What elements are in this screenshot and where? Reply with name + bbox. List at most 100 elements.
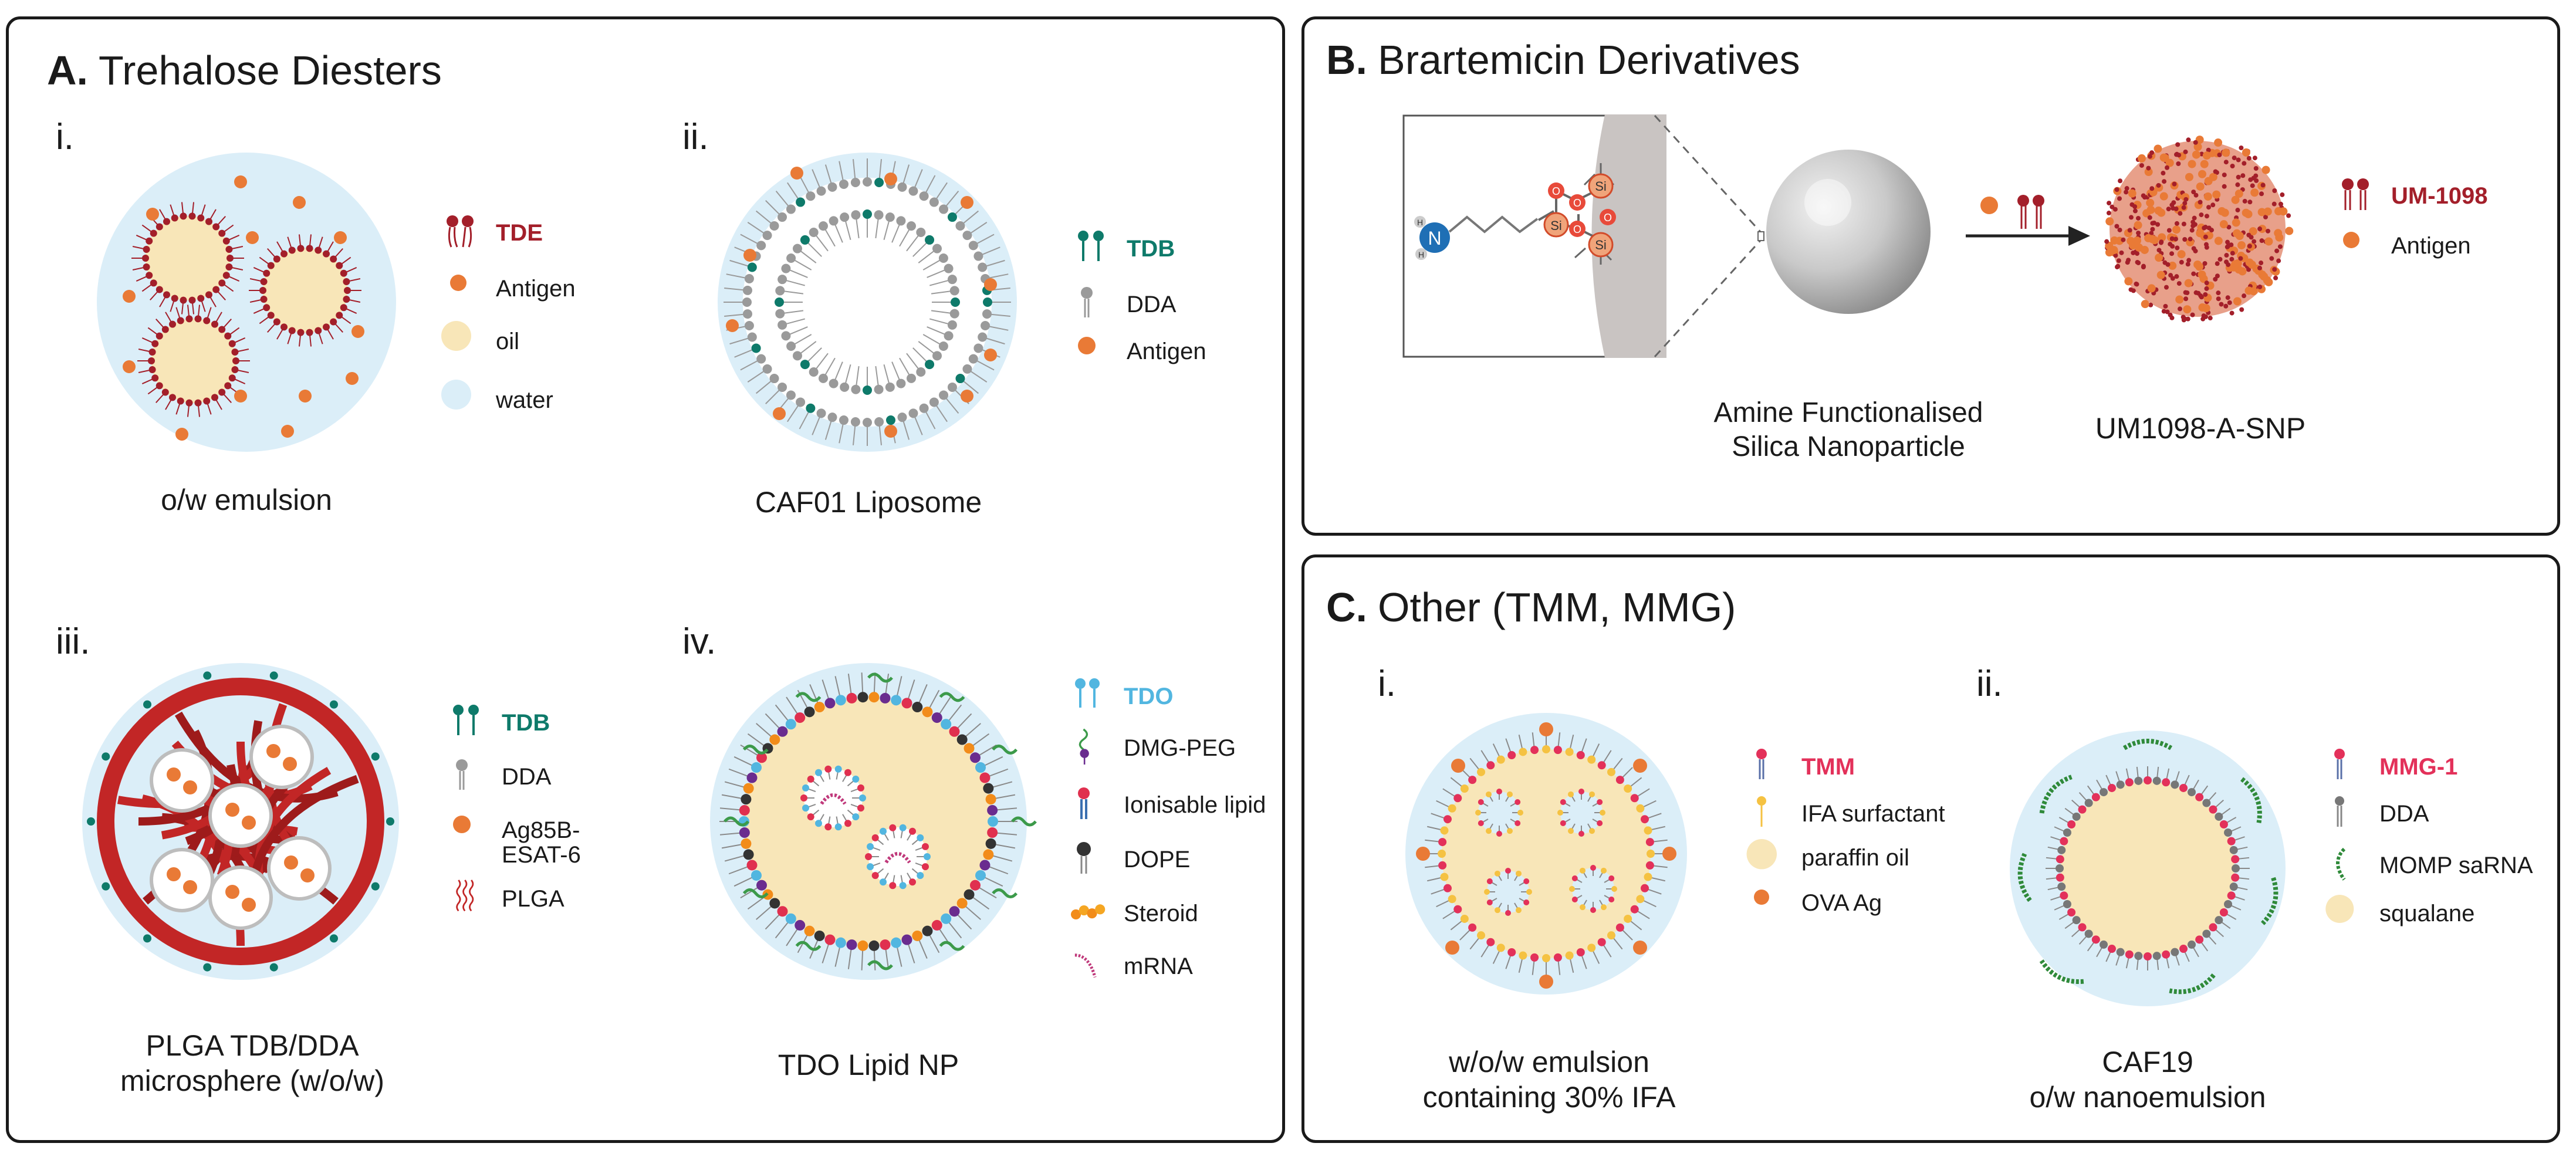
legend-tdo-label: TDO	[1124, 684, 1174, 709]
um-1098-dot	[2149, 150, 2155, 155]
tde-molecule-head	[194, 399, 202, 407]
um-1098-dot	[2203, 292, 2208, 297]
ova-antigen-icon	[1754, 890, 1769, 905]
tde-molecule-head	[297, 329, 305, 336]
plga-outer-rim	[97, 678, 384, 965]
um-1098-dot	[2236, 157, 2241, 163]
hydrogen-atom-label: H	[1418, 250, 1424, 259]
um-1098-dot	[2149, 231, 2154, 236]
tde-molecule-head	[203, 317, 211, 324]
lnp-lipid-head	[922, 706, 933, 718]
um-1098-dot	[2215, 261, 2220, 266]
core-lipid-head	[834, 823, 842, 831]
surfactant-head	[1477, 767, 1486, 776]
outer-lipid-head	[827, 182, 837, 192]
antigen-dot	[1539, 722, 1553, 736]
antigen-dot	[2110, 236, 2119, 245]
um-1098-dot	[2223, 160, 2229, 165]
inner-surfactant-head	[1611, 886, 1617, 892]
outer-lipid-head	[919, 403, 929, 413]
peg-chain	[742, 745, 769, 755]
inner-lipid-head	[947, 320, 957, 330]
shell-lipid-head	[2107, 945, 2116, 953]
core-lipid-head	[899, 882, 907, 890]
tde-molecule-head	[155, 223, 163, 231]
shell-lipid-head	[2116, 780, 2125, 789]
um-1098-dot	[2113, 253, 2118, 258]
shell-lipid-head	[2179, 783, 2188, 792]
outer-lipid-head	[982, 309, 992, 319]
inner-surfactant-head	[1495, 907, 1500, 914]
um-1098-dot	[2257, 285, 2263, 290]
inner-surfactant-head	[1505, 910, 1511, 916]
panel-c-title: C.Other (TMM, MMG)	[1326, 584, 1736, 631]
surfactant-head	[1587, 943, 1596, 952]
lnp-lipid-head	[824, 698, 836, 709]
peg-chain	[724, 816, 749, 827]
lnp-lipid-head	[795, 919, 806, 931]
dope-icon	[1077, 842, 1091, 874]
antigen-dot	[299, 390, 312, 403]
antigen-dot	[300, 868, 315, 882]
shell-lipid-head	[2227, 837, 2236, 846]
outer-lipid-head	[742, 297, 752, 307]
dda-icon	[456, 759, 468, 790]
inner-lipid-head	[896, 216, 906, 226]
core-lipid-head	[865, 853, 872, 860]
antigen-dot	[2157, 208, 2166, 217]
um-1098-dot	[2168, 242, 2173, 247]
antigen-dot	[183, 780, 197, 794]
outer-lipid-head	[978, 332, 988, 342]
inner-surfactant-head	[1590, 907, 1596, 913]
inner-lipid-head	[938, 253, 948, 263]
surfactant-head	[1542, 954, 1550, 962]
core-lipid-head	[889, 882, 897, 890]
tde-molecule-head	[188, 212, 196, 220]
tdb-dot	[143, 700, 152, 709]
lnp-lipid-head	[949, 726, 960, 737]
um-1098-dot	[2147, 154, 2152, 159]
antigen-dot	[2156, 270, 2165, 279]
inner-surfactant-head	[1526, 889, 1532, 895]
caption-a-iii-line1: PLGA TDB/DDA	[146, 1029, 359, 1062]
inner-surfactant-head	[1496, 831, 1502, 837]
panel-a-sub-i: i.	[56, 117, 74, 157]
antigen-dot	[2250, 188, 2259, 197]
antigen-dot	[1539, 975, 1553, 989]
outer-lipid-head	[850, 177, 860, 187]
caption-c-ii: CAF19 o/w nanoemulsion	[1995, 1044, 2300, 1115]
caf01-liposome-illustration	[718, 153, 1017, 452]
legend-steroid-label: Steroid	[1124, 901, 1198, 926]
um-1098-dot	[2217, 256, 2223, 262]
outer-lipid-head	[827, 412, 837, 422]
tde-molecule-head	[218, 279, 226, 287]
surfactant-head	[1645, 861, 1654, 870]
core-lipid-head	[852, 775, 860, 783]
inner-water-droplet	[1487, 871, 1529, 913]
antigen-dot	[242, 898, 256, 912]
shell-lipid-head	[2224, 900, 2233, 909]
tde-molecule-head	[315, 327, 322, 334]
um-1098-dot	[2217, 152, 2222, 157]
steroid-icon	[1071, 904, 1106, 919]
antigen-dot	[2184, 279, 2193, 288]
panel-c-title-text: Other (TMM, MMG)	[1378, 584, 1736, 630]
outer-lipid-head	[756, 241, 766, 251]
surfactant-head	[1477, 931, 1486, 940]
hydrogen-atom-label: H	[1417, 218, 1423, 227]
um-1098-dot	[2165, 309, 2170, 314]
shell-lipid-head	[2067, 908, 2076, 916]
lnp-lipid-head	[985, 838, 996, 849]
surfactant-head	[1553, 953, 1562, 962]
caption-a-ii: CAF01 Liposome	[755, 486, 982, 519]
um-1098-dot	[2236, 174, 2241, 180]
panel-b-title-text: Brartemicin Derivatives	[1378, 37, 1800, 83]
tde-molecule-head	[163, 291, 170, 299]
um-1098-dot	[2193, 140, 2198, 145]
um-1098-dot	[2240, 173, 2246, 178]
inner-lipid-head	[951, 297, 960, 307]
oil-droplet-group	[123, 175, 364, 441]
tde-molecule-head	[148, 349, 156, 356]
antigen-dot	[351, 325, 364, 338]
lnp-lipid-head	[769, 898, 780, 909]
